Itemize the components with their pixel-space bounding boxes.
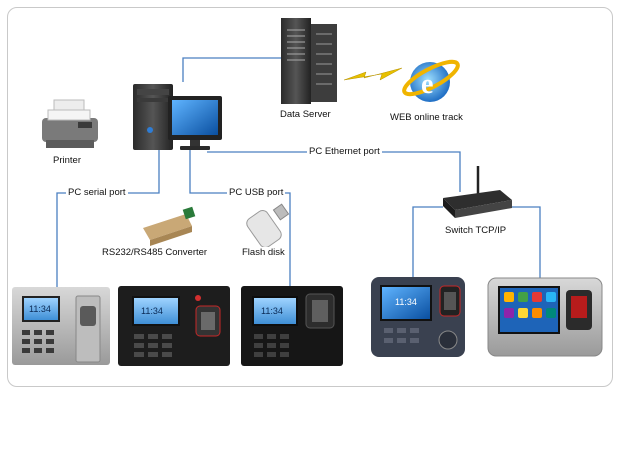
- attendance-terminal-2: [118, 286, 230, 366]
- device-4-time: 11:34: [395, 297, 417, 307]
- flash-disk-icon: [246, 203, 290, 248]
- line-switch-left: [412, 206, 443, 278]
- label-pc-serial-port: PC serial port: [66, 187, 128, 199]
- label-switch: Switch TCP/IP: [443, 225, 509, 237]
- line-pc-usb: [189, 150, 291, 288]
- label-web-online-track: WEB online track: [388, 112, 465, 124]
- pc-tower-icon: [133, 84, 173, 150]
- converter-icon: [143, 206, 196, 246]
- svg-text:e: e: [421, 69, 433, 100]
- attendance-terminal-4: [371, 277, 465, 357]
- attendance-terminal-3: [241, 286, 343, 366]
- label-flash-disk: Flash disk: [240, 247, 287, 259]
- device-1-time: 11:34: [29, 304, 51, 314]
- attendance-terminal-5: [487, 277, 603, 357]
- printer-icon: [42, 99, 98, 148]
- label-data-server: Data Server: [278, 109, 333, 121]
- label-pc-ethernet-port: PC Ethernet port: [307, 146, 382, 158]
- device-3-time: 11:34: [261, 306, 283, 316]
- label-converter: RS232/RS485 Converter: [100, 247, 210, 259]
- lightning-icon: [343, 67, 403, 81]
- server-icon: [281, 18, 337, 104]
- line-pc-serial: [56, 148, 160, 288]
- attendance-terminal-1: [12, 287, 110, 365]
- line-switch-right: [508, 206, 541, 278]
- connector-lines: [56, 57, 541, 288]
- device-2-time: 11:34: [141, 306, 163, 316]
- label-pc-usb-port: PC USB port: [227, 187, 286, 199]
- internet-explorer-icon: e: [402, 59, 460, 102]
- monitor-icon: [168, 96, 222, 150]
- label-printer: Printer: [51, 155, 83, 167]
- router-icon: [443, 166, 512, 218]
- line-pc-ethernet: [207, 151, 461, 192]
- line-pc-to-server: [182, 57, 281, 82]
